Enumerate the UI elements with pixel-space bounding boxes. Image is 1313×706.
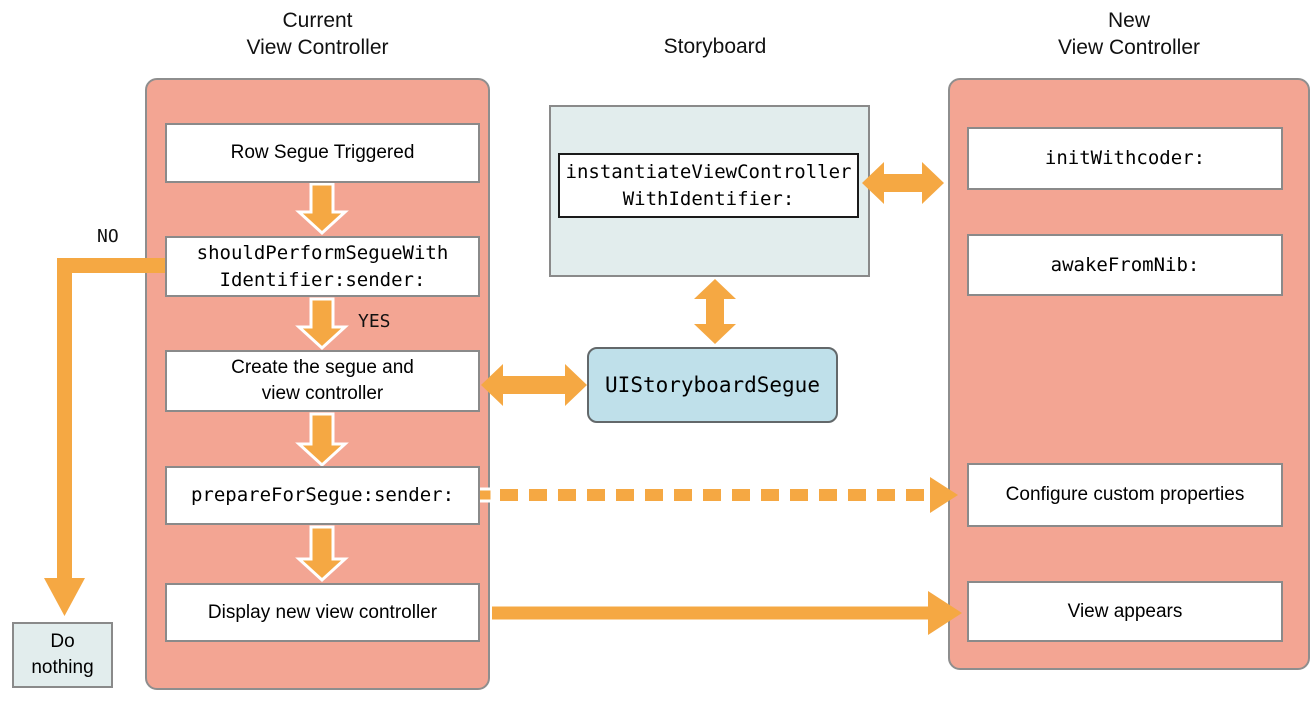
double-arrow-initwithcoder-icon (862, 162, 944, 204)
uistoryboardsegue-box: UIStoryboardSegue (587, 347, 838, 423)
step-should-perform-segue: shouldPerformSegueWith Identifier:sender… (165, 236, 480, 297)
storyboard-title: Storyboard (663, 35, 767, 58)
step-view-appears: View appears (967, 581, 1283, 642)
step-create-segue: Create the segue and view controller (165, 350, 480, 412)
step-init-with-coder: initWithcoder: (967, 127, 1283, 190)
step-prepare-for-segue: prepareForSegue:sender: (165, 466, 480, 525)
solid-arrow-icon (492, 591, 962, 635)
instantiate-view-controller-box: instantiateViewController WithIdentifier… (558, 153, 859, 218)
step-awake-from-nib: awakeFromNib: (967, 234, 1283, 296)
new-view-controller-title: New View Controller (1057, 9, 1200, 59)
no-label: NO (97, 226, 119, 247)
dashed-arrow-icon (475, 477, 958, 513)
do-nothing-box: Do nothing (12, 622, 113, 688)
double-arrow-storyboard-segue-icon (694, 279, 736, 344)
step-row-segue-triggered: Row Segue Triggered (165, 123, 480, 183)
step-display-new-vc: Display new view controller (165, 583, 480, 642)
double-arrow-segue-icon (481, 364, 587, 406)
yes-label: YES (358, 311, 391, 332)
step-configure-custom-properties: Configure custom properties (967, 463, 1283, 527)
current-view-controller-title: Current View Controller (246, 9, 389, 59)
